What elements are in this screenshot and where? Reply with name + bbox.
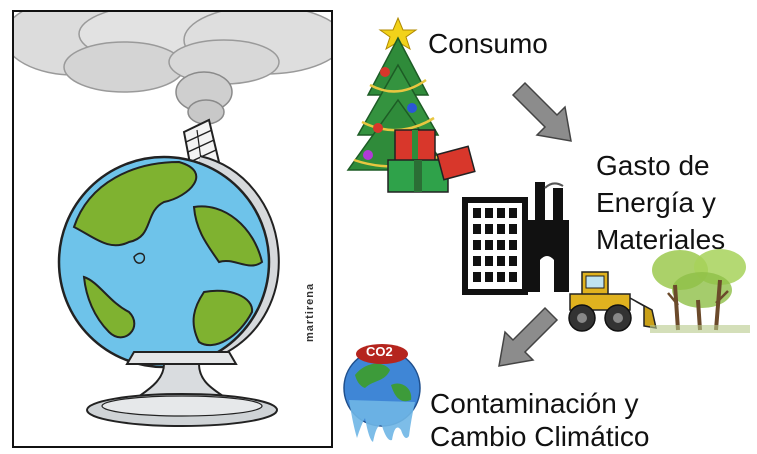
trees-landscape-icon: [650, 249, 750, 333]
step-gasto-line-1: Gasto de: [596, 150, 710, 181]
globe-cartoon: [14, 12, 331, 427]
cartoon-panel: martirena: [12, 10, 333, 448]
co2-label: CO2: [366, 344, 393, 359]
step-gasto-line-2: Energía y: [596, 187, 716, 218]
arrow-down-right-icon: [511, 81, 572, 142]
factory-icon: [462, 182, 569, 295]
globe-icon: [57, 155, 271, 369]
globe-base: [86, 351, 278, 427]
bulldozer-icon: [568, 271, 657, 332]
melting-earth-icon: [343, 344, 421, 442]
step-contaminacion-line-2: Cambio Climático: [430, 421, 650, 452]
smoke-cloud: [14, 12, 331, 125]
step-consumo-label: Consumo: [428, 28, 548, 59]
step-contaminacion-line-1: Contaminación y: [430, 388, 639, 419]
step-gasto-line-3: Materiales: [596, 224, 726, 255]
christmas-tree-icon: [346, 16, 476, 193]
arrow-down-left-icon: [498, 306, 559, 367]
artist-signature: martirena: [304, 282, 316, 342]
